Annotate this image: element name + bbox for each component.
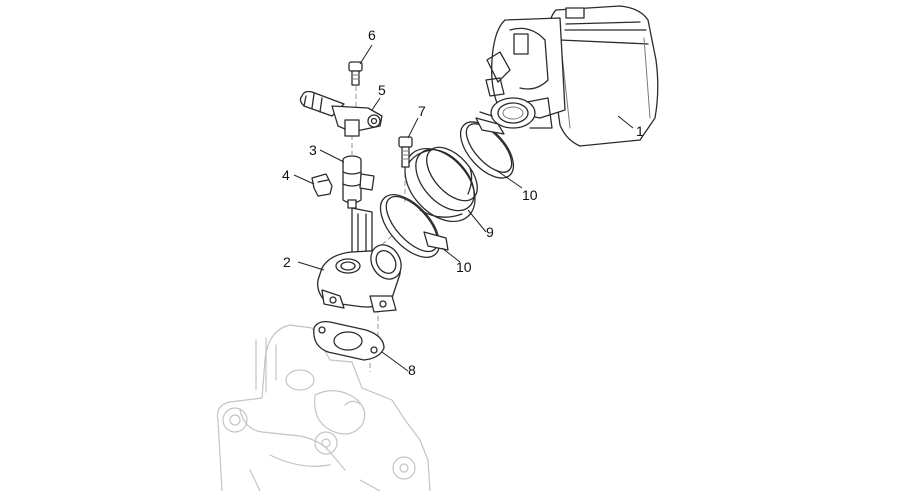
hose-clamp-lower-part xyxy=(379,194,449,258)
callout-5: 5 xyxy=(378,82,386,98)
callout-4: 4 xyxy=(282,167,290,183)
screw-part-6 xyxy=(348,61,363,86)
intake-sleeve-part xyxy=(404,146,478,223)
throttle-body-part xyxy=(485,5,659,147)
callout-9: 9 xyxy=(486,224,494,240)
hose-clamp-upper-part xyxy=(459,111,515,179)
callout-2: 2 xyxy=(283,254,291,270)
callout-8: 8 xyxy=(408,362,416,378)
intake-manifold-part xyxy=(317,207,402,313)
callout-3: 3 xyxy=(309,142,317,158)
clip-part xyxy=(311,173,333,197)
leader-lines xyxy=(293,44,634,372)
callout-7: 7 xyxy=(418,103,426,119)
callout-6: 6 xyxy=(368,27,376,43)
fuel-connector-part xyxy=(299,90,383,137)
callout-10-lower: 10 xyxy=(456,259,472,275)
injector-part xyxy=(342,155,375,209)
engine-block-outline xyxy=(216,324,431,491)
callout-10-upper: 10 xyxy=(522,187,538,203)
callout-1: 1 xyxy=(636,123,644,139)
bolt-part-7 xyxy=(398,136,413,168)
gasket-part xyxy=(313,320,385,361)
